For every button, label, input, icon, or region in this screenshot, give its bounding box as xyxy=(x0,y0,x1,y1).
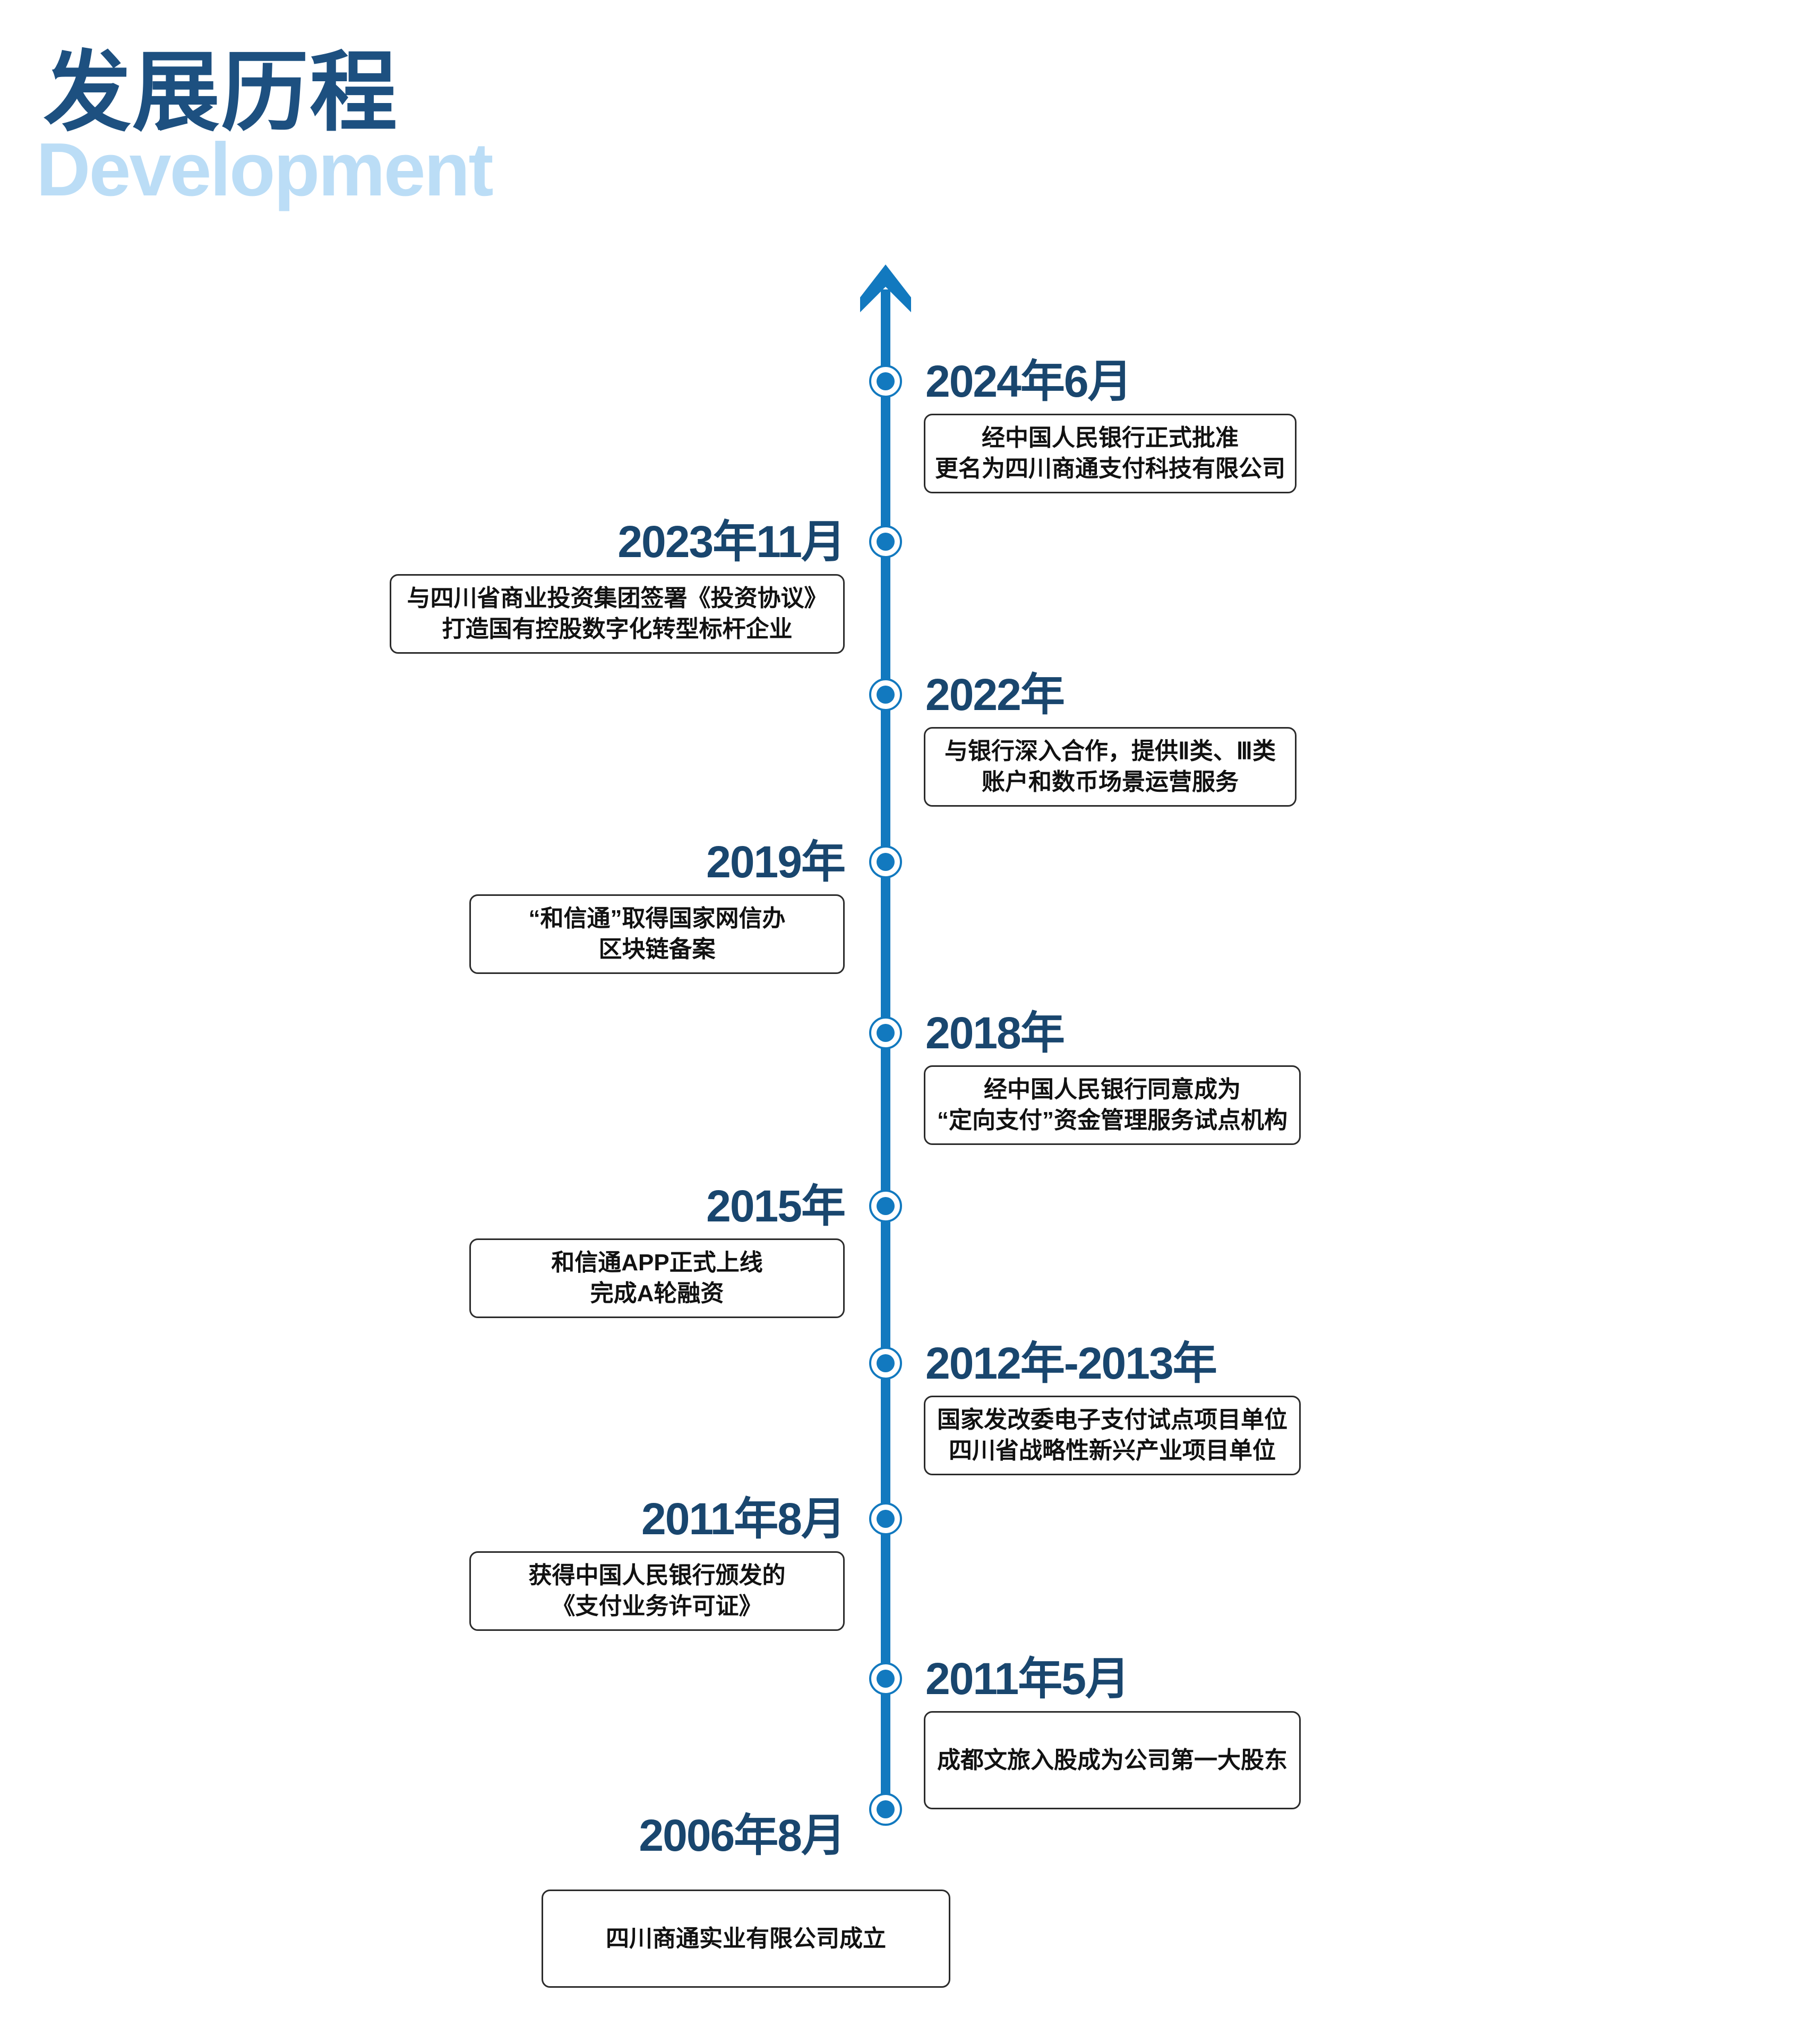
entry-date: 2024年6月 xyxy=(925,356,1132,406)
timeline-node xyxy=(869,1502,902,1535)
up-arrow-icon xyxy=(860,264,911,312)
timeline-node xyxy=(869,365,902,398)
entry-detail-line: 和信通APP正式上线 xyxy=(551,1250,763,1276)
timeline-node xyxy=(869,845,902,878)
entry-detail-line: 获得中国人民银行颁发的 xyxy=(528,1562,786,1588)
node-dot-icon xyxy=(877,686,895,704)
page-title: 发展历程 xyxy=(44,44,398,141)
timeline-node xyxy=(869,1016,902,1049)
entry-detail-line: 更名为四川商通支付科技有限公司 xyxy=(935,456,1285,482)
entry-detail-line: 经中国人民银行同意成为 xyxy=(984,1076,1241,1102)
entry-detail-line: 成都文旅入股成为公司第一大股东 xyxy=(937,1747,1287,1773)
entry-detail-line: 国家发改委电子支付试点项目单位 xyxy=(937,1407,1287,1433)
entry-detail-line: 《支付业务许可证》 xyxy=(552,1593,762,1619)
entry-date: 2015年 xyxy=(706,1181,846,1231)
entry-detail-line: 完成A轮融资 xyxy=(590,1280,724,1306)
node-dot-icon xyxy=(877,1354,895,1372)
entry-date: 2011年8月 xyxy=(641,1494,846,1544)
entry-detail-box: 获得中国人民银行颁发的 《支付业务许可证》 xyxy=(469,1551,845,1631)
node-dot-icon xyxy=(877,853,895,871)
node-dot-icon xyxy=(877,1670,895,1688)
timeline-node xyxy=(869,1190,902,1223)
entry-detail-box: “和信通”取得国家网信办 区块链备案 xyxy=(469,894,845,974)
entry-detail-line: 账户和数币场景运营服务 xyxy=(982,769,1239,795)
entry-date: 2012年-2013年 xyxy=(925,1338,1217,1388)
node-dot-icon xyxy=(877,1510,895,1528)
entry-date: 2019年 xyxy=(706,837,846,887)
timeline-node xyxy=(869,1793,902,1826)
page-subtitle: Development xyxy=(36,127,494,212)
entry-detail-box: 经中国人民银行正式批准 更名为四川商通支付科技有限公司 xyxy=(924,414,1297,493)
node-dot-icon xyxy=(877,1024,895,1042)
entry-detail-box: 与四川省商业投资集团签署《投资协议》 打造国有控股数字化转型标杆企业 xyxy=(390,574,845,654)
node-dot-icon xyxy=(877,372,895,390)
entry-detail-line: 四川商通实业有限公司成立 xyxy=(606,1925,886,1952)
entry-date: 2011年5月 xyxy=(925,1654,1130,1704)
entry-detail-box: 四川商通实业有限公司成立 xyxy=(542,1890,950,1988)
entry-detail-line: “定向支付”资金管理服务试点机构 xyxy=(937,1107,1287,1133)
timeline-node xyxy=(869,1347,902,1380)
entry-detail-box: 与银行深入合作，提供Ⅱ类、Ⅲ类 账户和数币场景运营服务 xyxy=(924,727,1297,807)
entry-detail-line: 经中国人民银行正式批准 xyxy=(982,425,1239,451)
entry-detail-line: “和信通”取得国家网信办 xyxy=(528,905,786,931)
entry-date: 2018年 xyxy=(925,1008,1065,1058)
entry-detail-box: 成都文旅入股成为公司第一大股东 xyxy=(924,1711,1301,1809)
entry-detail-line: 与银行深入合作，提供Ⅱ类、Ⅲ类 xyxy=(945,738,1276,764)
timeline-line xyxy=(881,289,890,1809)
entry-detail-line: 与四川省商业投资集团签署《投资协议》 xyxy=(407,585,828,611)
entry-detail-line: 四川省战略性新兴产业项目单位 xyxy=(949,1438,1276,1464)
entry-date: 2023年11月 xyxy=(617,517,846,567)
timeline-node xyxy=(869,1662,902,1695)
node-dot-icon xyxy=(877,1197,895,1215)
timeline-node xyxy=(869,525,902,558)
node-dot-icon xyxy=(877,1800,895,1818)
entry-detail-box: 和信通APP正式上线 完成A轮融资 xyxy=(469,1238,845,1318)
timeline-node xyxy=(869,678,902,711)
node-dot-icon xyxy=(877,533,895,551)
entry-date: 2006年8月 xyxy=(639,1810,846,1860)
entry-detail-box: 经中国人民银行同意成为 “定向支付”资金管理服务试点机构 xyxy=(924,1065,1301,1145)
entry-detail-box: 国家发改委电子支付试点项目单位 四川省战略性新兴产业项目单位 xyxy=(924,1396,1301,1475)
entry-detail-line: 打造国有控股数字化转型标杆企业 xyxy=(442,616,793,642)
entry-date: 2022年 xyxy=(925,670,1065,720)
entry-detail-line: 区块链备案 xyxy=(598,936,716,962)
